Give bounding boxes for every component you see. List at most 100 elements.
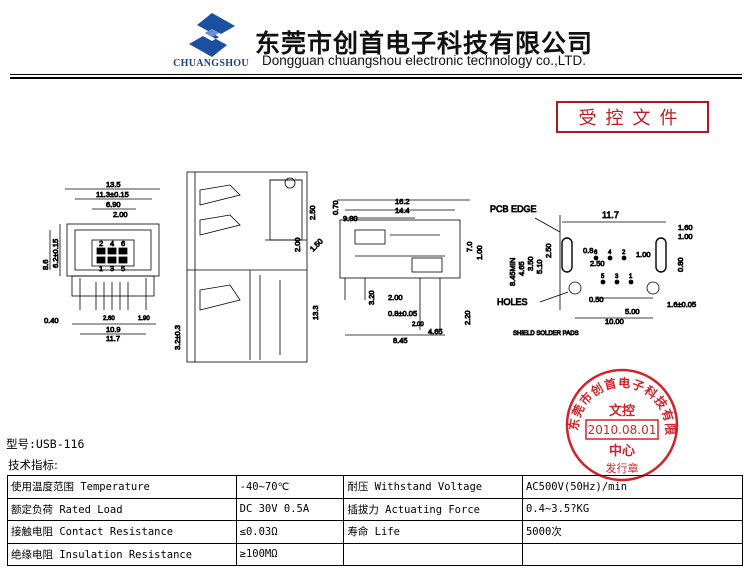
- dim-text: 10.00: [605, 317, 624, 326]
- pin-number: 4: [110, 239, 114, 248]
- dim-text: 16.2: [395, 197, 410, 206]
- pcb-pin-number: 3: [615, 274, 619, 280]
- table-row: 使用温度范围 Temperature -40~70℃ 耐压 Withstand …: [7, 475, 744, 499]
- dim-text: 5.00: [625, 307, 640, 316]
- chuangshou-s-logo-icon: [189, 13, 235, 57]
- company-name-cn: 东莞市创首电子科技有限公司: [255, 29, 594, 58]
- pcb-label: PCB EDGE: [490, 204, 537, 214]
- dim-text: 2.60: [103, 316, 115, 322]
- controlled-document-label: 受控文件: [578, 108, 687, 129]
- table-cell: 额定负荷 Rated Load: [7, 497, 237, 521]
- spec-table: 使用温度范围 Temperature -40~70℃ 耐压 Withstand …: [7, 475, 744, 566]
- dim-text: 8.45: [393, 336, 408, 345]
- pcb-pin-number: 2: [622, 250, 626, 256]
- dim-text: 4.65: [428, 327, 443, 336]
- dim-text: 2.00: [412, 322, 424, 328]
- dim-text: 1.00: [678, 232, 693, 241]
- pin-number: 2: [99, 239, 103, 248]
- dim-text: 1.00: [636, 250, 651, 259]
- dim-text: 1.90: [138, 316, 150, 322]
- header-divider-bold: [10, 77, 742, 79]
- table-cell: 接触电阻 Contact Resistance: [7, 520, 237, 544]
- dim-text: 7.0: [465, 242, 474, 252]
- dim-text: 9.80: [343, 214, 358, 223]
- seal-line1: 文控: [609, 403, 635, 419]
- pcb-label: HOLES: [497, 297, 528, 307]
- side-view: [186, 171, 308, 363]
- logo-caption: CHUANGSHOU: [173, 58, 249, 69]
- pin-number: 6: [121, 239, 125, 248]
- technical-drawing: 13.5 11.3±0.15 6.90 2.00 8.6 6.2±0.15 0.…: [0, 160, 750, 420]
- table-cell: 寿命 Life: [343, 520, 523, 544]
- dim-text: 13.5: [106, 180, 121, 189]
- dim-text: 8.45MIN: [508, 258, 517, 286]
- top-view: [337, 199, 470, 336]
- dim-text: 2.50: [308, 205, 317, 220]
- dim-text: 11.3±0.15: [96, 190, 129, 199]
- seal-bottom: 发行章: [606, 461, 639, 475]
- pcb-pin-number: 4: [608, 250, 612, 256]
- controlled-document-box: 受控文件: [556, 101, 709, 133]
- pin-number: 1: [99, 264, 103, 273]
- pcb-label: SHIELD SOLDER PADS: [513, 331, 579, 337]
- table-cell: ≤0.03Ω: [235, 520, 345, 544]
- dim-text: 0.70: [331, 200, 340, 215]
- dim-text: 3.20: [367, 290, 376, 305]
- dim-text: 3.2±0.3: [173, 325, 182, 350]
- table-cell: [343, 542, 523, 566]
- dim-text: 2.20: [463, 310, 472, 325]
- dim-text: 1.50: [308, 237, 325, 254]
- dim-text: 0.50: [589, 295, 604, 304]
- table-cell: -40~70℃: [235, 475, 345, 499]
- dim-text: 10.9: [106, 325, 121, 334]
- table-cell: 耐压 Withstand Voltage: [343, 475, 523, 499]
- model-number: 型号:USB-116: [6, 437, 85, 451]
- table-cell: 绝缘电阻 Insulation Resistance: [7, 542, 237, 566]
- dim-text: 4.65: [517, 261, 526, 276]
- pcb-pin-number: 1: [629, 274, 633, 280]
- table-cell: [521, 542, 744, 566]
- dim-text: 11.7: [602, 210, 619, 220]
- dim-text: 8.6: [41, 260, 50, 270]
- table-cell: DC 30V 0.5A: [235, 497, 345, 521]
- dim-text: 5.10: [535, 259, 544, 274]
- pcb-layout: [534, 215, 667, 319]
- company-name-en: Dongguan chuangshou electronic technolog…: [262, 53, 586, 68]
- dim-text: 6.2±0.15: [51, 239, 60, 268]
- pin-number: 5: [121, 264, 125, 273]
- dim-text: 0.8±0.05: [388, 309, 417, 318]
- seal-date: 2010.08.01: [588, 423, 657, 437]
- table-cell: ≥100MΩ: [235, 542, 345, 566]
- table-row: 绝缘电阻 Insulation Resistance ≥100MΩ: [7, 542, 744, 566]
- dim-text: 2.50: [590, 259, 605, 268]
- dim-text: 6.90: [106, 200, 121, 209]
- pcb-pin-number: 5: [601, 274, 605, 280]
- pcb-pin-number: 6: [594, 250, 598, 256]
- company-logo: [183, 12, 241, 58]
- front-view: [49, 188, 160, 335]
- table-row: 额定负荷 Rated Load DC 30V 0.5A 插拔力 Actuatin…: [7, 497, 744, 521]
- table-cell: AC500V(50Hz)/min: [521, 475, 744, 499]
- table-cell: 0.4~3.5?KG: [521, 497, 744, 521]
- dim-text: 0.8: [583, 246, 593, 255]
- dim-text: 14.4: [395, 206, 410, 215]
- spec-heading: 技术指标:: [8, 458, 58, 472]
- dim-text: 1.00: [475, 245, 484, 260]
- table-cell: 5000次: [521, 520, 744, 544]
- dim-text: 1.6±0.05: [667, 300, 696, 309]
- seal-line2: 中心: [609, 443, 635, 459]
- dim-text: 1.60: [678, 223, 693, 232]
- pin-number: 3: [110, 264, 114, 273]
- dim-text: 2.00: [388, 293, 403, 302]
- dim-text: 3.50: [526, 256, 535, 271]
- dim-text: 0.40: [44, 316, 59, 325]
- dim-text: 2.00: [113, 210, 128, 219]
- dim-text: 11.7: [106, 334, 120, 343]
- seal-graphic: 东莞市创首电子科技有限公司 文控 2010.08.01 中心 发行章: [555, 354, 679, 482]
- dim-text: 0.80: [676, 257, 685, 272]
- table-cell: 使用温度范围 Temperature: [7, 475, 237, 499]
- table-cell: 插拔力 Actuating Force: [343, 497, 523, 521]
- dim-text: 13.3: [311, 305, 320, 320]
- dim-text: 2.50: [544, 243, 553, 258]
- table-row: 接触电阻 Contact Resistance ≤0.03Ω 寿命 Life 5…: [7, 520, 744, 544]
